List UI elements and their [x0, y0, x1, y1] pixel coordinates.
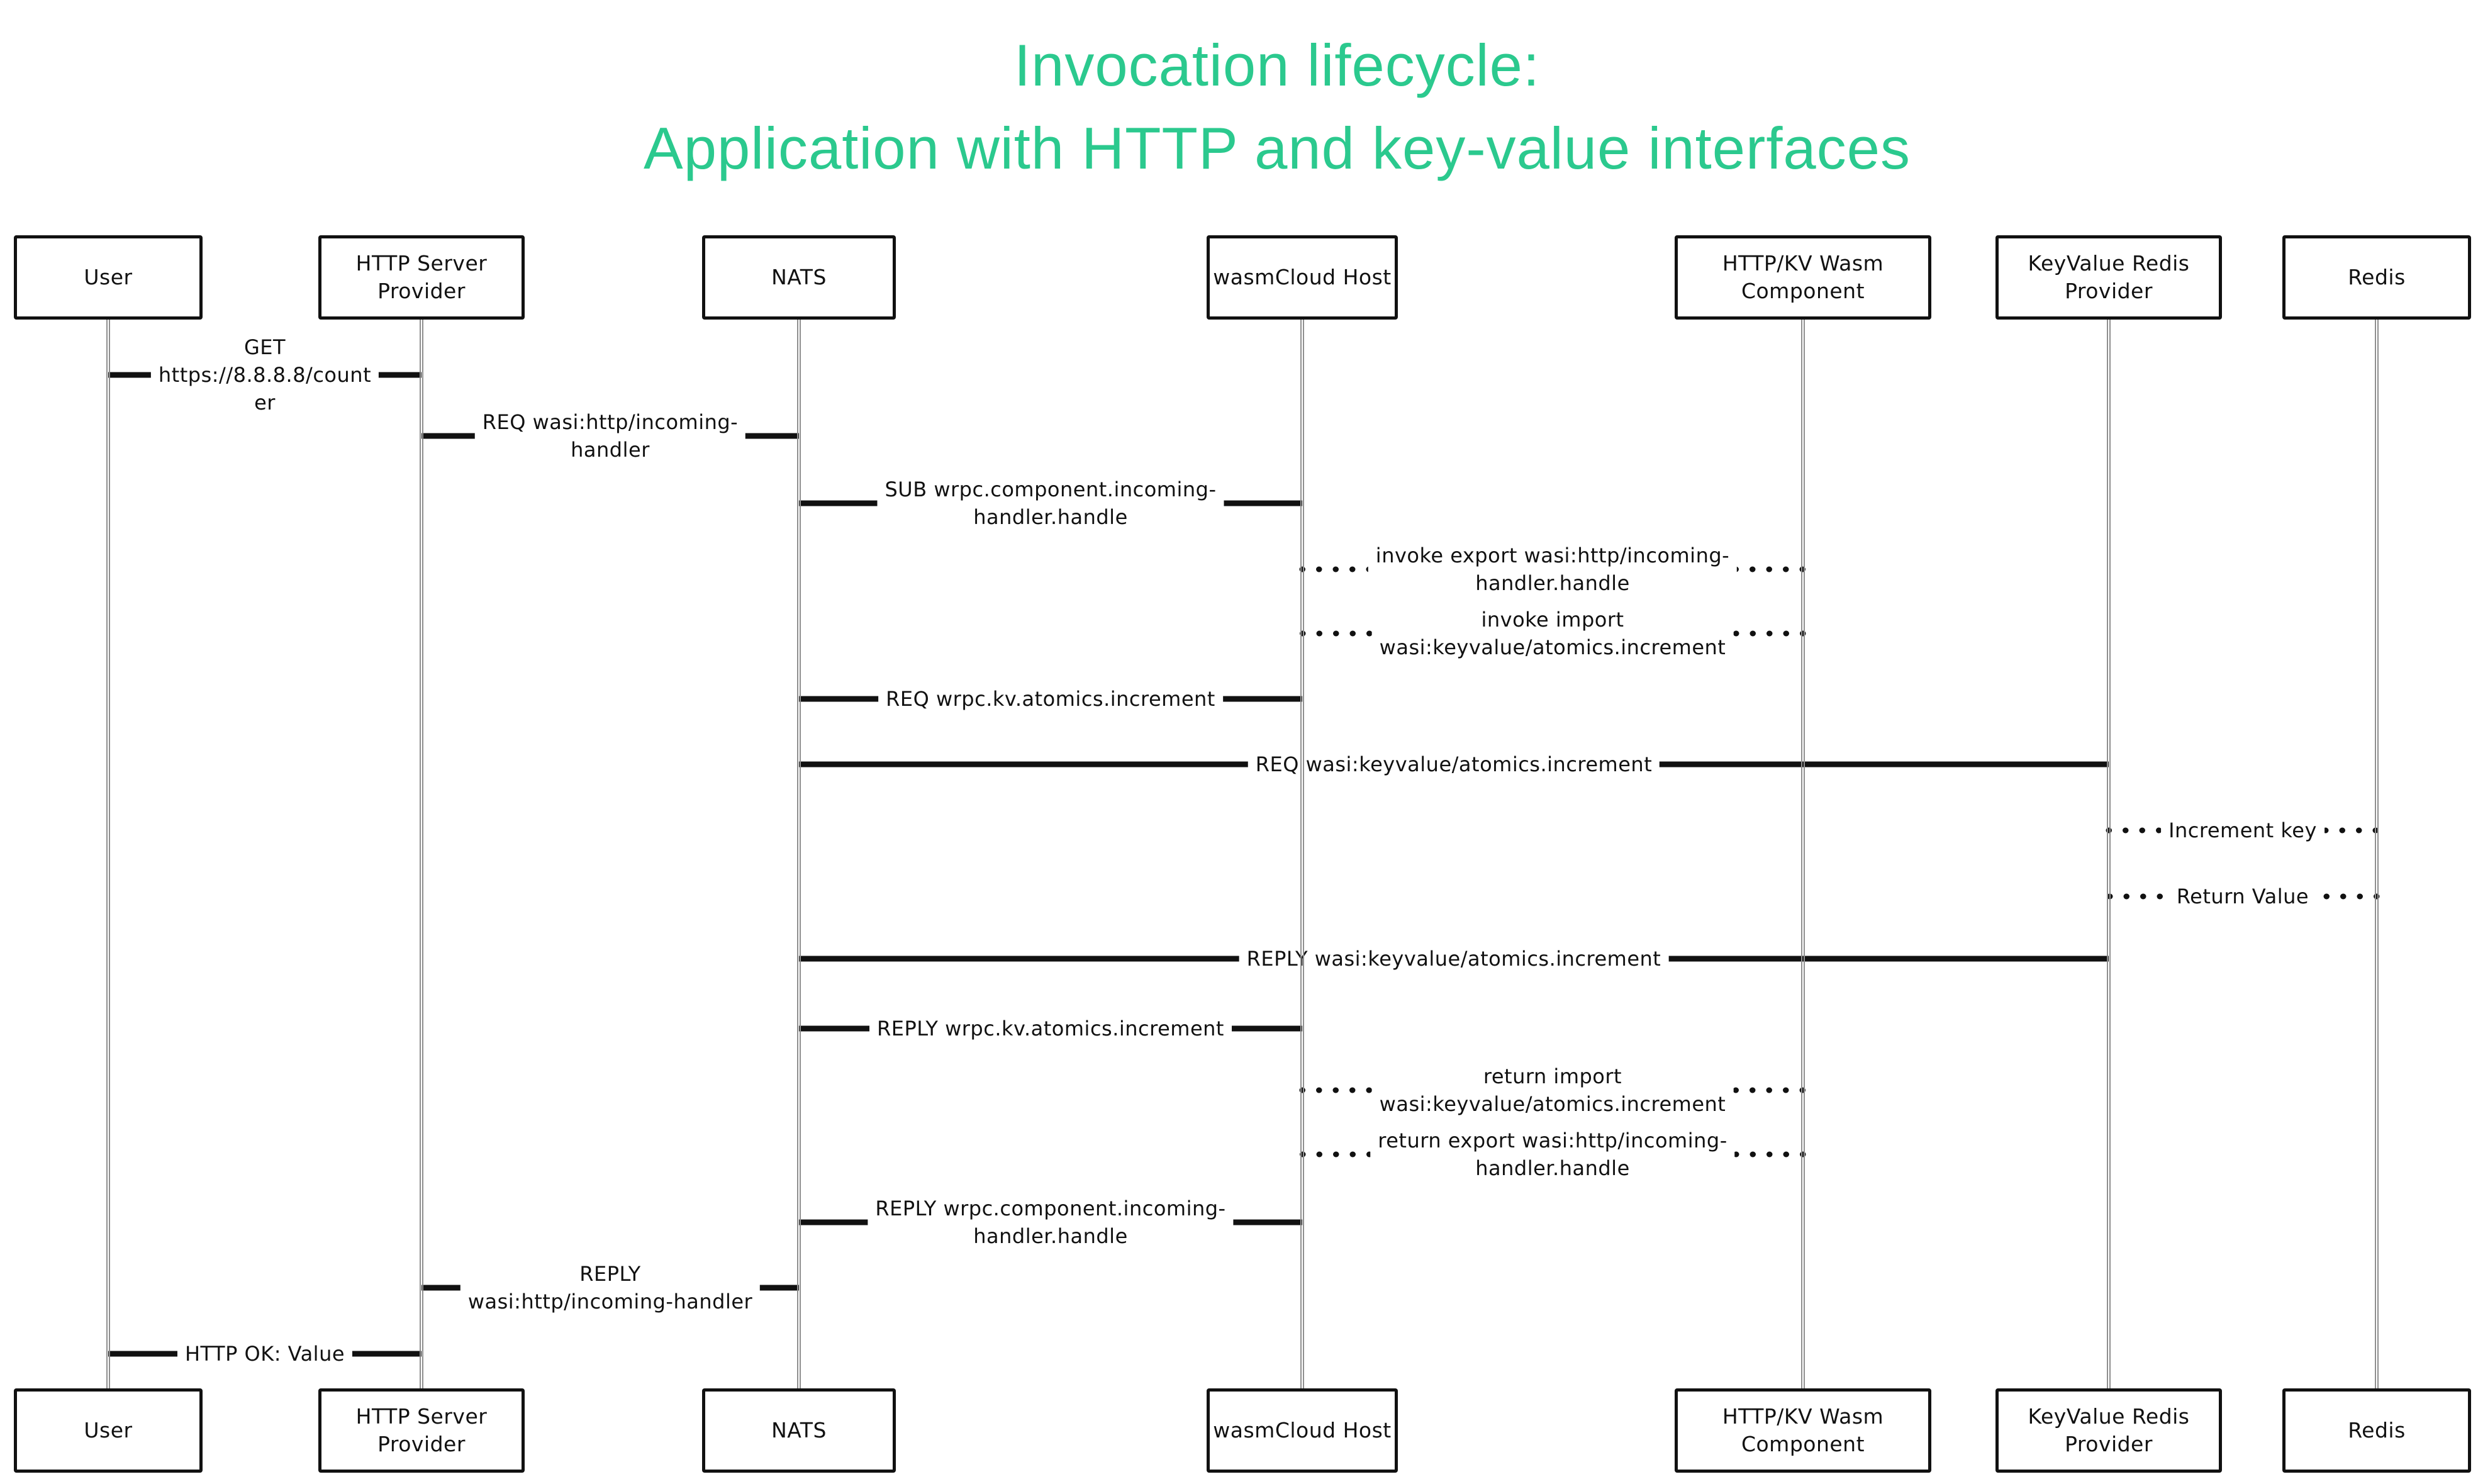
- participant-box-keyvalue-redis-provider-top: KeyValue Redis Provider: [1995, 235, 2222, 320]
- lifeline-redis: [2375, 320, 2379, 1388]
- participant-box-redis-top: Redis: [2282, 235, 2471, 320]
- lifeline-nats: [797, 320, 801, 1388]
- message-label-reply-wasi-increment: REPLY wasi:keyvalue/atomics.increment: [1239, 945, 1669, 973]
- participant-box-http-server-provider-bottom: HTTP Server Provider: [318, 1388, 525, 1473]
- participant-box-user-top: User: [14, 235, 203, 320]
- message-label-reply-incoming-handler: REPLY wasi:http/incoming-handler: [460, 1260, 761, 1315]
- message-label-req-wasi-increment: REQ wasi:keyvalue/atomics.increment: [1247, 750, 1660, 778]
- message-label-req-wrpc-increment: REQ wrpc.kv.atomics.increment: [878, 685, 1223, 713]
- message-label-reply-component-handle: REPLY wrpc.component.incoming- handler.h…: [868, 1195, 1234, 1250]
- participant-box-redis-bottom: Redis: [2282, 1388, 2471, 1473]
- participant-box-keyvalue-redis-provider-bottom: KeyValue Redis Provider: [1995, 1388, 2222, 1473]
- lifeline-http-server-provider: [420, 320, 423, 1388]
- lifeline-keyvalue-redis-provider: [2107, 320, 2111, 1388]
- message-label-http-ok-value: HTTP OK: Value: [177, 1340, 353, 1368]
- diagram-title-line-2: Application with HTTP and key-value inte…: [644, 115, 1911, 181]
- message-label-invoke-export: invoke export wasi:http/incoming- handle…: [1368, 542, 1738, 597]
- participant-box-http-server-provider-top: HTTP Server Provider: [318, 235, 525, 320]
- message-label-return-export: return export wasi:http/incoming- handle…: [1370, 1127, 1735, 1182]
- diagram-title: Invocation lifecycle: Application with H…: [644, 24, 1911, 190]
- participant-box-user-bottom: User: [14, 1388, 203, 1473]
- message-label-return-import: return import wasi:keyvalue/atomics.incr…: [1371, 1063, 1734, 1118]
- lifeline-wasmcloud-host: [1300, 320, 1304, 1388]
- diagram-title-line-1: Invocation lifecycle:: [1013, 32, 1541, 98]
- message-label-get-counter: GET https://8.8.8.8/count er: [150, 333, 379, 416]
- message-label-sub-component-handle: SUB wrpc.component.incoming- handler.han…: [877, 476, 1224, 531]
- message-label-req-incoming-handler: REQ wasi:http/incoming- handler: [474, 408, 746, 464]
- message-label-reply-wrpc-increment: REPLY wrpc.kv.atomics.increment: [869, 1015, 1232, 1042]
- participant-box-nats-bottom: NATS: [702, 1388, 896, 1473]
- message-label-increment-key: Increment key: [2161, 817, 2325, 844]
- participant-box-http-kv-wasm-component-top: HTTP/KV Wasm Component: [1675, 235, 1931, 320]
- participant-box-wasmcloud-host-bottom: wasmCloud Host: [1207, 1388, 1398, 1473]
- participant-box-http-kv-wasm-component-bottom: HTTP/KV Wasm Component: [1675, 1388, 1931, 1473]
- participant-box-wasmcloud-host-top: wasmCloud Host: [1207, 235, 1398, 320]
- lifeline-user: [106, 320, 110, 1388]
- lifeline-http-kv-wasm-component: [1801, 320, 1805, 1388]
- message-label-invoke-import: invoke import wasi:keyvalue/atomics.incr…: [1371, 606, 1734, 661]
- participant-box-nats-top: NATS: [702, 235, 896, 320]
- message-label-return-value: Return Value: [2168, 883, 2317, 910]
